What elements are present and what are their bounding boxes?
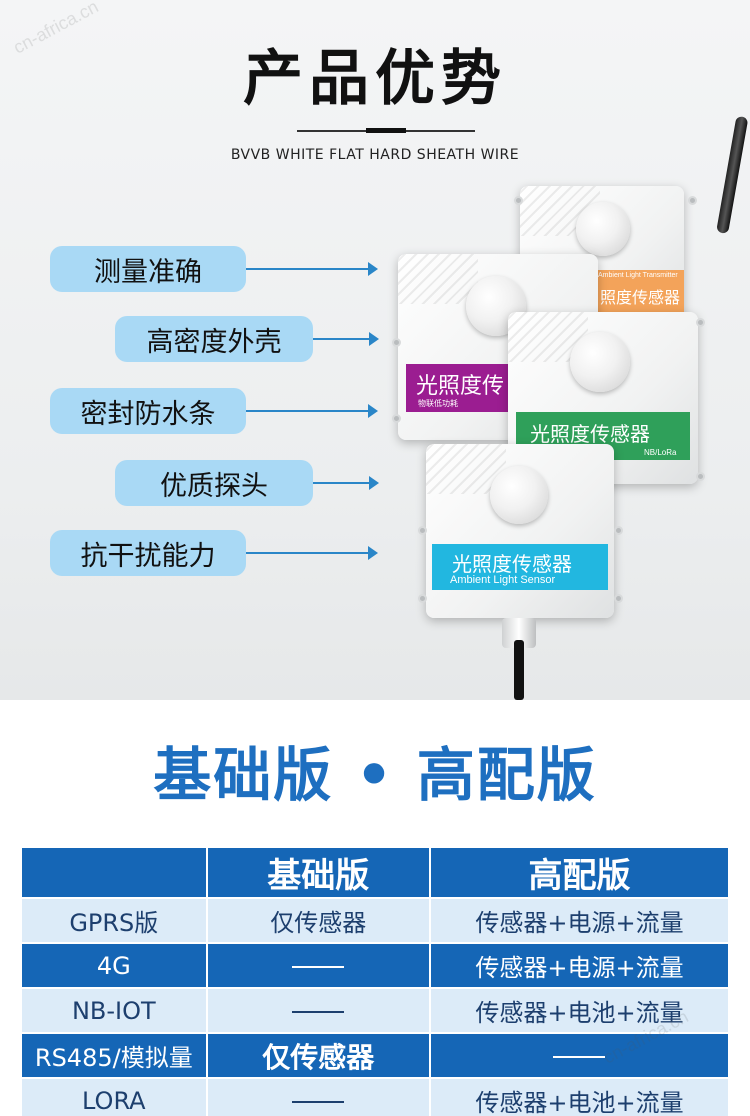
table-header-pro: 高配版	[428, 846, 731, 899]
row-basic	[205, 987, 431, 1034]
dash-line	[292, 1100, 345, 1103]
screw-icon	[392, 338, 401, 347]
versions-title: 基础版 • 高配版	[153, 741, 597, 809]
antenna-icon	[716, 115, 749, 235]
row-basic: 仅传感器	[205, 1032, 431, 1079]
table-header-row: 基础版 高配版	[20, 846, 731, 899]
row-pro	[428, 1032, 731, 1079]
device-label: 光照度传感器	[452, 552, 572, 576]
page-title: 产品优势	[243, 44, 507, 114]
light-dome	[570, 332, 630, 392]
device-label: 照度传感器	[600, 288, 681, 307]
device-caption: 物联低功耗	[418, 399, 458, 408]
screw-icon	[614, 526, 623, 535]
feature-arrow	[246, 546, 378, 560]
feature-arrow	[246, 404, 378, 418]
row-name: LORA	[20, 1077, 208, 1116]
table-row: NB-IOT 传感器+电池+流量	[20, 987, 731, 1034]
sensor-cable	[514, 640, 524, 700]
version-comparison-table: 基础版 高配版 GPRS版 仅传感器 传感器+电源+流量 4G 传感器+电源+流…	[20, 846, 731, 1116]
screw-icon	[696, 472, 705, 481]
feature-arrow	[313, 332, 379, 346]
row-pro: 传感器+电源+流量	[428, 897, 731, 944]
table-row: RS485/模拟量 仅传感器	[20, 1032, 731, 1079]
dash-line	[292, 1010, 345, 1013]
row-basic	[205, 1077, 431, 1116]
product-photo-area: cn-africa.cn 产品优势 BVVB WHITE FLAT HARD S…	[0, 0, 750, 700]
screw-icon	[696, 318, 705, 327]
screw-icon	[418, 526, 427, 535]
device-label: 光照度传感器	[530, 422, 650, 446]
feature-probe: 优质探头	[115, 460, 313, 506]
table-row: GPRS版 仅传感器 传感器+电源+流量	[20, 897, 731, 944]
screw-icon	[418, 594, 427, 603]
row-name: NB-IOT	[20, 987, 208, 1034]
feature-anti-interference: 抗干扰能力	[50, 530, 246, 576]
feature-housing: 高密度外壳	[115, 316, 313, 362]
table-row: 4G 传感器+电源+流量	[20, 942, 731, 989]
device-label: 光照度传	[416, 374, 505, 399]
sensor-device-front: 光照度传感器 Ambient Light Sensor	[418, 444, 623, 618]
device-texture	[398, 254, 478, 304]
row-basic: 仅传感器	[205, 897, 431, 944]
title-divider-mark	[366, 128, 406, 133]
device-label-plate: 光照度传感器 NB/LoRa	[516, 412, 690, 460]
feature-accuracy: 测量准确	[50, 246, 246, 292]
device-caption: Ambient Light Transmitter	[598, 272, 678, 279]
feature-arrow	[313, 476, 379, 490]
table-row: LORA 传感器+电池+流量	[20, 1077, 731, 1116]
feature-arrow	[246, 262, 378, 276]
row-basic	[205, 942, 431, 989]
screw-icon	[514, 196, 523, 205]
dash-line	[553, 1055, 606, 1058]
device-caption: Ambient Light Sensor	[450, 574, 556, 586]
row-name: RS485/模拟量	[20, 1032, 208, 1079]
row-pro: 传感器+电池+流量	[428, 1077, 731, 1116]
row-name: 4G	[20, 942, 208, 989]
page-subtitle: BVVB WHITE FLAT HARD SHEATH WIRE	[230, 147, 520, 163]
light-dome	[490, 466, 548, 524]
device-caption: NB/LoRa	[644, 448, 677, 457]
screw-icon	[688, 196, 697, 205]
feature-seal: 密封防水条	[50, 388, 246, 434]
row-name: GPRS版	[20, 897, 208, 944]
screw-icon	[614, 594, 623, 603]
screw-icon	[392, 414, 401, 423]
row-pro: 传感器+电源+流量	[428, 942, 731, 989]
table-header-cell	[20, 846, 208, 899]
row-pro: 传感器+电池+流量	[428, 987, 731, 1034]
dash-line	[292, 965, 345, 968]
device-label-plate: Ambient Light Transmitter 照度传感器	[594, 270, 684, 314]
light-dome	[576, 202, 630, 256]
table-header-basic: 基础版	[205, 846, 431, 899]
device-label-plate: 光照度传感器 Ambient Light Sensor	[432, 544, 608, 590]
